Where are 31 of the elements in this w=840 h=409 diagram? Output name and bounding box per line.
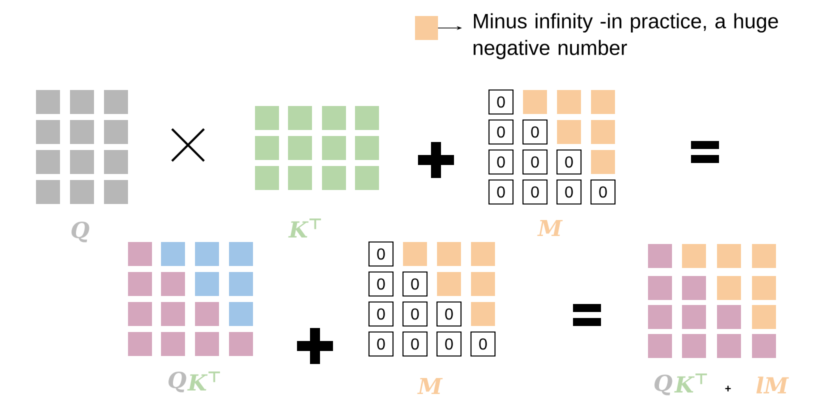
- matrix-cell: 0: [402, 271, 428, 297]
- matrix-cell: 0: [368, 331, 394, 357]
- matrix-cell: 0: [436, 331, 462, 357]
- matrix-cell: 0: [368, 301, 394, 327]
- legend-text: Minus infinity -in practice, a huge negative number: [474, 13, 778, 60]
- matrix-label: Q: [654, 374, 672, 396]
- matrix-cell: 0: [522, 179, 548, 205]
- matrix-cell: 0: [402, 301, 428, 327]
- matrix-label: K$^{⊤}$: [187, 372, 220, 390]
- matrix-cell: 0: [522, 149, 548, 175]
- matrix-label: M: [417, 378, 443, 394]
- matrix-label: K$^{⊤}$: [674, 374, 707, 392]
- matrix-label: K$^{⊤}$: [288, 218, 321, 238]
- matrix-cell: 0: [368, 241, 394, 267]
- plus-sign: +: [725, 386, 731, 392]
- matrix-cell: 0: [436, 301, 462, 327]
- matrix-cell: 0: [488, 119, 514, 145]
- matrix-cell: 0: [488, 149, 514, 175]
- matrix-cell: 0: [368, 271, 394, 297]
- matrix-label: Q: [168, 372, 186, 392]
- matrix-label: Q: [72, 222, 90, 242]
- matrix-cell: 0: [556, 179, 582, 205]
- matrix-label: M: [537, 220, 563, 236]
- matrix-cell: 0: [556, 149, 582, 175]
- matrix-cell: 0: [470, 331, 496, 357]
- matrix-cell: 0: [522, 119, 548, 145]
- matrix-cell: 0: [488, 89, 514, 115]
- matrix-label: lM: [756, 376, 789, 394]
- matrix-cell: 0: [590, 179, 616, 205]
- matrix-cell: 0: [402, 331, 428, 357]
- matrix-cell: 0: [488, 179, 514, 205]
